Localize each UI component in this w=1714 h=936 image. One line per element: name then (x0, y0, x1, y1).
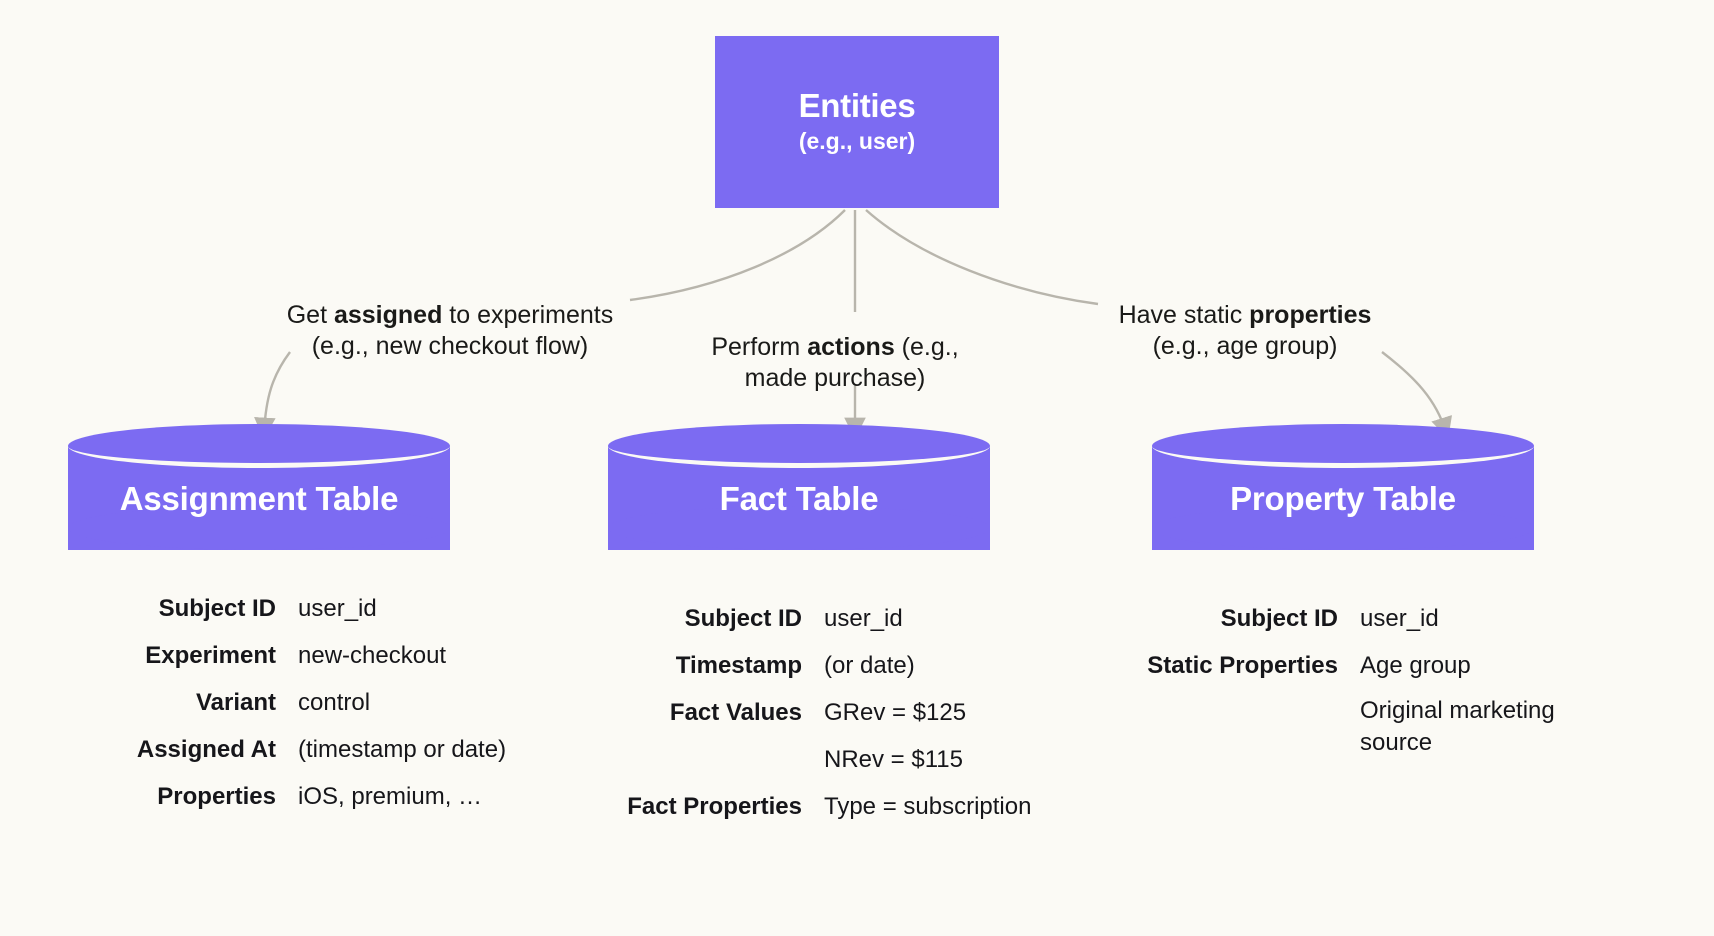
field-key: Fact Properties (627, 793, 802, 820)
assignment-table-cylinder: Assignment Table (68, 424, 450, 572)
field-key: Variant (195, 689, 276, 716)
field-value: (timestamp or date) (298, 736, 507, 763)
field-key: Properties (157, 783, 276, 810)
edge-label-property-line1: Have static properties (1119, 301, 1372, 329)
assignment-table-fields: Subject ID user_id Experiment new-checko… (76, 585, 506, 820)
edge-label-assignment-suffix: to experiments (442, 301, 614, 329)
fact-table-title: Fact Table (719, 480, 879, 517)
field-value: user_id (298, 595, 377, 622)
connector-line-right (865, 209, 1099, 306)
field-key: Subject ID (684, 605, 802, 632)
field-value: GRev = $125 (824, 699, 967, 726)
connector-line-left (629, 209, 846, 302)
cylinder-bottom-ellipse (608, 506, 990, 550)
property-table-title: Property Table (1230, 480, 1456, 517)
field-key: Assigned At (136, 736, 276, 763)
cylinder-top-ellipse (1152, 424, 1534, 468)
edge-label-action-prefix: Perform (711, 333, 808, 361)
cylinder-top-ellipse (608, 424, 990, 468)
field-value: NRev = $115 (824, 746, 963, 773)
edge-label-property: Have static properties (e.g., age group) (1095, 300, 1395, 362)
field-value: iOS, premium, … (298, 783, 483, 810)
entities-subtitle: (e.g., user) (798, 128, 916, 155)
field-key: Fact Values (669, 699, 802, 726)
field-key (1118, 689, 1338, 758)
fact-table-cylinder: Fact Table (608, 424, 990, 572)
field-key (612, 736, 802, 783)
field-value: Original marketing source (1360, 697, 1555, 756)
field-value: new-checkout (298, 642, 447, 669)
fact-table-fields: Subject ID user_id Timestamp (or date) F… (612, 595, 1031, 830)
field-key: Subject ID (1220, 605, 1338, 632)
edge-label-action-suffix: (e.g., (894, 333, 959, 361)
assignment-table-title: Assignment Table (119, 480, 399, 517)
edge-label-action-line1: Perform actions (e.g., (711, 333, 958, 361)
entities-title: Entities (798, 87, 916, 125)
edge-label-action-line2: made purchase) (744, 364, 926, 392)
edge-label-action: Perform actions (e.g., made purchase) (700, 332, 970, 394)
field-value: control (298, 689, 371, 716)
field-value: user_id (1360, 605, 1439, 632)
field-value: (or date) (824, 652, 915, 679)
entities-box: Entities (e.g., user) (715, 36, 999, 208)
field-key: Experiment (145, 642, 276, 669)
field-key: Subject ID (158, 595, 276, 622)
edge-label-assignment-prefix: Get (286, 301, 334, 329)
property-table-cylinder: Property Table (1152, 424, 1534, 572)
edge-label-action-keyword: actions (807, 333, 895, 361)
connector-arrow-left (254, 351, 291, 440)
edge-label-assignment: Get assigned to experiments (e.g., new c… (264, 300, 636, 362)
edge-label-assignment-line1: Get assigned to experiments (287, 301, 614, 329)
field-value: user_id (824, 605, 903, 632)
cylinder-bottom-ellipse (68, 506, 450, 550)
edge-label-property-prefix: Have static (1118, 301, 1250, 329)
field-value: Type = subscription (824, 793, 1032, 820)
field-key: Timestamp (675, 652, 802, 679)
property-table-fields: Subject ID user_id Static Properties Age… (1118, 595, 1600, 758)
edge-label-property-line2: (e.g., age group) (1152, 332, 1338, 360)
cylinder-bottom-ellipse (1152, 506, 1534, 550)
connector-arrow-right (1381, 351, 1453, 439)
edge-label-property-keyword: properties (1249, 301, 1372, 329)
field-key: Static Properties (1147, 652, 1338, 679)
edge-label-assignment-keyword: assigned (333, 301, 443, 329)
edge-label-assignment-line2: (e.g., new checkout flow) (311, 332, 589, 360)
cylinder-top-ellipse (68, 424, 450, 468)
field-value: Age group (1360, 652, 1471, 679)
